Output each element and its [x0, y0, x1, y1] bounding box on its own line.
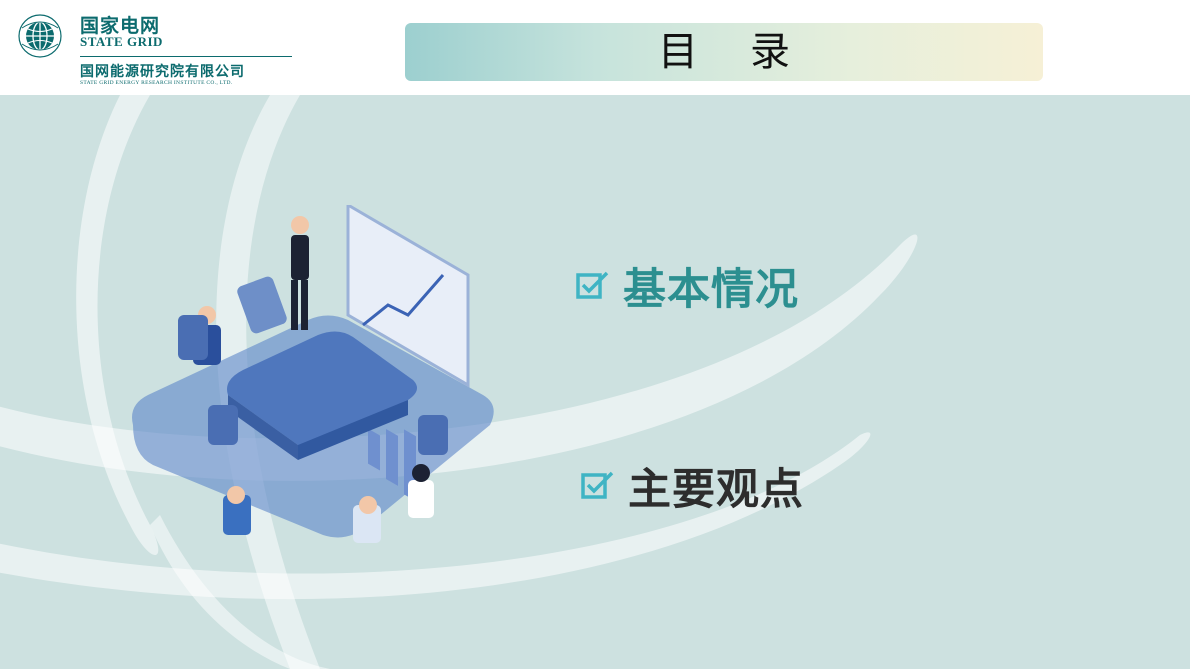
- title-bar: 目录: [405, 23, 1043, 81]
- institute-chinese-name: 国网能源研究院有限公司: [80, 64, 245, 80]
- checkbox-icon: [581, 471, 614, 499]
- header: 国家电网 STATE GRID 国网能源研究院有限公司 STATE GRID E…: [0, 0, 1190, 95]
- state-grid-globe-icon: [18, 14, 62, 58]
- logo-divider: [80, 56, 292, 57]
- agenda-item-label: 基本情况: [623, 265, 799, 315]
- logo-english-name: STATE GRID: [80, 34, 163, 49]
- agenda-item[interactable]: 基本情况: [575, 255, 799, 317]
- meeting-illustration: [132, 205, 494, 543]
- agenda-item[interactable]: 主要观点: [580, 455, 804, 517]
- agenda-item-label: 主要观点: [628, 465, 804, 515]
- main-content: 基本情况 主要观点: [0, 95, 1190, 669]
- checkbox-icon: [576, 271, 609, 299]
- page-title: 目录: [658, 29, 842, 75]
- institute-english-name: STATE GRID ENERGY RESEARCH INSTITUTE CO.…: [80, 80, 233, 86]
- logo-chinese-name: 国家电网: [80, 15, 161, 37]
